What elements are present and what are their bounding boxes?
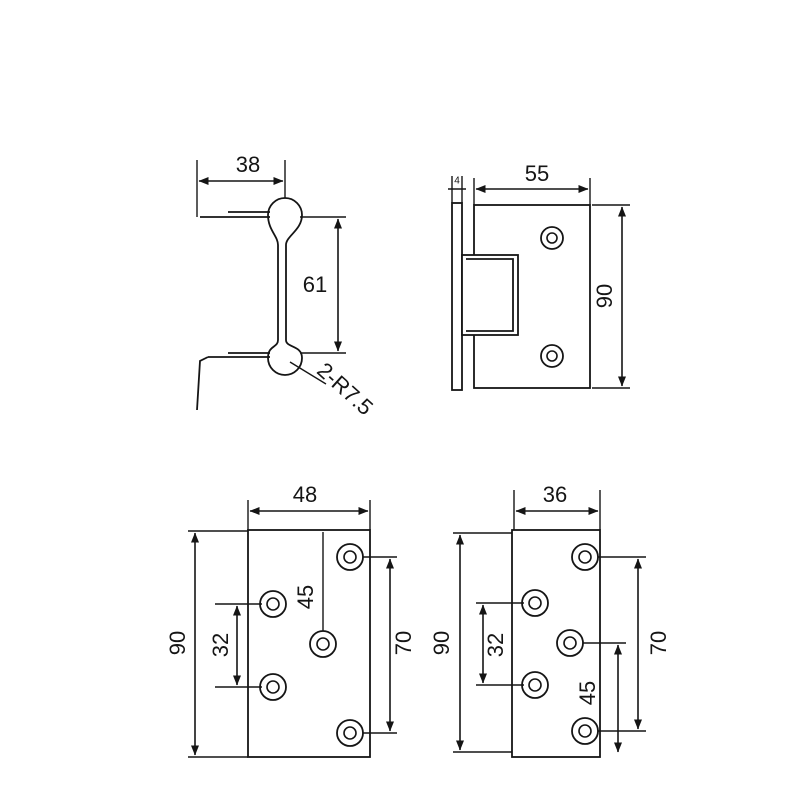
- plate-a-view: 48 90 32 45 70: [165, 482, 416, 758]
- plate-a-gap-label: 32: [208, 633, 233, 657]
- profile-bottom-plate-return: [196, 356, 209, 411]
- plate-b-width-label: 36: [543, 482, 567, 507]
- plate-a-hole-inner: [316, 637, 330, 651]
- profile-bottom-knuckle: [267, 339, 303, 376]
- plate-b-gap-label: 32: [483, 633, 508, 657]
- plate-b-view: 36 90 32 70 45: [429, 482, 671, 758]
- plate-b-hole-inner: [528, 596, 542, 610]
- plate-b-hole-inner: [578, 550, 592, 564]
- side-hole-bottom-inner: [546, 350, 558, 362]
- profile-radius-leader: [289, 361, 327, 385]
- plate-a-span-label: 70: [391, 631, 416, 655]
- plate-a-width-label: 48: [293, 482, 317, 507]
- plate-a-hole-inner: [343, 726, 357, 740]
- plate-b-hole-inner: [528, 678, 542, 692]
- side-knuckle-inner-edge: [466, 258, 514, 332]
- plate-a-height-label: 90: [165, 631, 190, 655]
- profile-view: 38 61 2-R7.5: [196, 152, 378, 420]
- plate-a-hole-inner: [266, 597, 280, 611]
- plate-b-span-label: 70: [646, 631, 671, 655]
- side-thin-plate: [451, 202, 463, 391]
- profile-top-knuckle: [267, 197, 303, 246]
- plate-b-height-label: 90: [429, 631, 454, 655]
- side-width-label: 55: [525, 161, 549, 186]
- plate-a-hole-inner: [343, 550, 357, 564]
- side-knuckle-block: [461, 254, 519, 336]
- profile-radius-label: 2-R7.5: [312, 357, 378, 420]
- plate-b-hole-inner: [578, 724, 592, 738]
- profile-pin-spacing-label: 61: [303, 272, 327, 297]
- plate-b-offset-label: 45: [575, 681, 600, 705]
- plate-a-hole-inner: [266, 680, 280, 694]
- side-height-label: 90: [592, 284, 617, 308]
- plate-a-offset-label: 45: [293, 585, 318, 609]
- plate-b-hole-inner: [563, 636, 577, 650]
- side-thickness-label: 4: [454, 176, 460, 187]
- side-hole-top-inner: [546, 232, 558, 244]
- profile-width-label: 38: [236, 152, 260, 177]
- side-view: 4 55 90: [448, 161, 630, 391]
